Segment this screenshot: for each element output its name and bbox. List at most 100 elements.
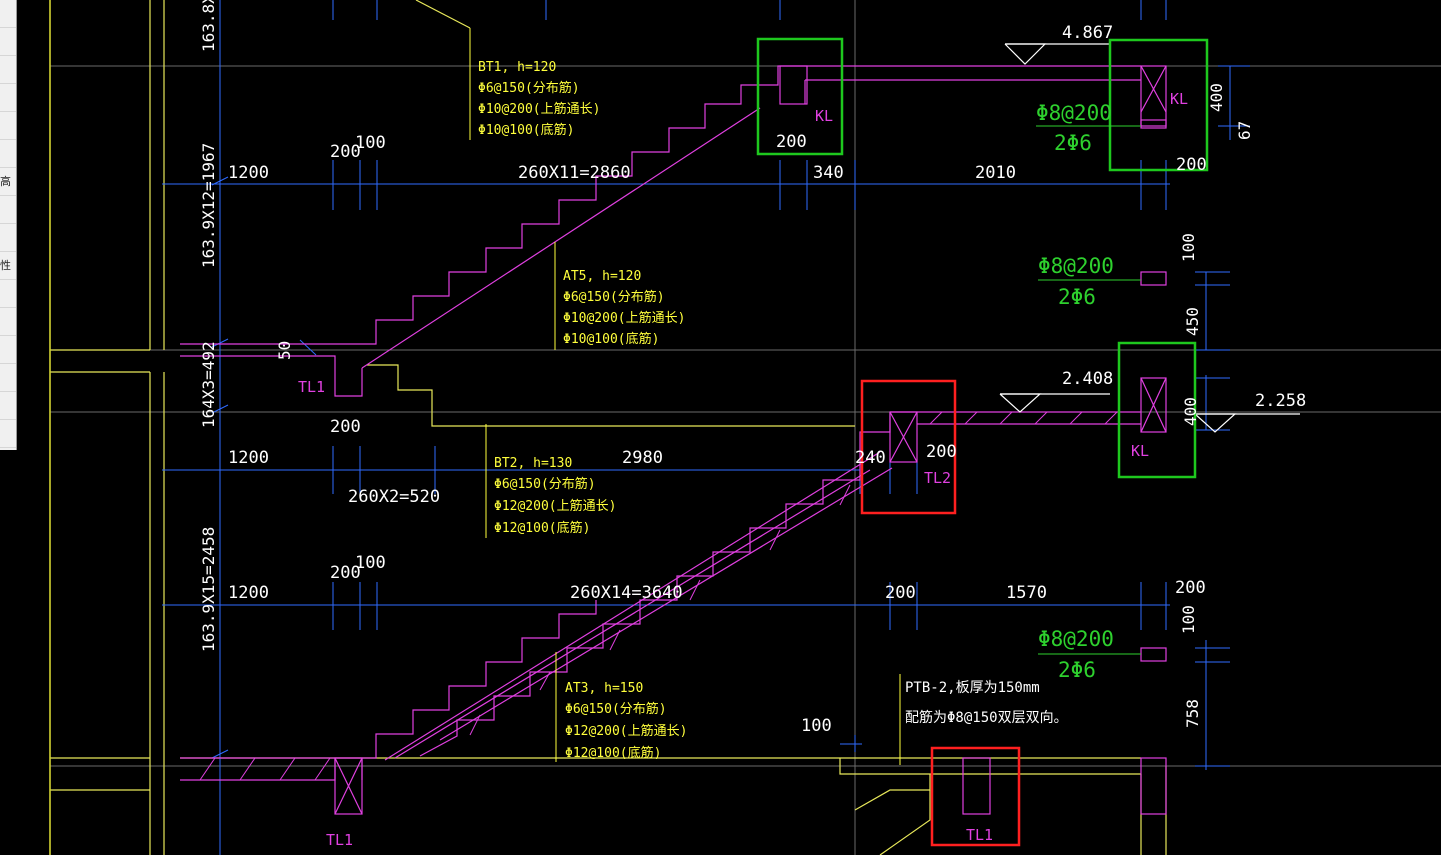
note-bt2: BT2, h=130 Φ6@150(分布筋) Φ12@200(上筋通长) Φ12…	[494, 456, 616, 536]
elevation-markers	[999, 43, 1300, 433]
rebar-secondary: 2Φ6	[1058, 285, 1096, 309]
side-panel-row[interactable]	[0, 28, 16, 56]
slab-hatch	[199, 411, 1118, 781]
dim-text: 200	[1176, 155, 1207, 175]
dim-text: 100	[801, 716, 832, 736]
svg-text:Φ6@150(分布筋): Φ6@150(分布筋)	[494, 476, 596, 492]
dim-text: 1570	[1006, 583, 1047, 603]
highlight-green-kl-top-left	[756, 37, 844, 156]
tl-label: TL1	[298, 378, 325, 396]
side-panel-row[interactable]	[0, 392, 16, 420]
rebar-secondary: 2Φ6	[1058, 658, 1096, 682]
note-at3: AT3, h=150 Φ6@150(分布筋) Φ12@200(上筋通长) Φ12…	[565, 681, 687, 761]
svg-text:BT1, h=120: BT1, h=120	[478, 60, 556, 75]
beam-tl1-bottom-right	[962, 757, 991, 815]
svg-text:Φ10@100(底筋): Φ10@100(底筋)	[563, 331, 659, 347]
tl-label: TL1	[966, 826, 993, 844]
dim-text: 200	[885, 583, 916, 603]
beam-kl-top-right	[1140, 65, 1167, 127]
vdim-text: 400	[1207, 83, 1226, 112]
vdim-text: 100	[1179, 233, 1198, 262]
note-bt1: BT1, h=120 Φ6@150(分布筋) Φ10@200(上筋通长) Φ10…	[478, 60, 600, 138]
kl-label: KL	[1131, 442, 1149, 460]
side-panel-row[interactable]	[0, 84, 16, 112]
beam-kl-mid	[1140, 377, 1167, 433]
side-panel-row[interactable]	[0, 112, 16, 140]
beam-right-column	[1140, 757, 1167, 815]
vdim-text: 163.9X12=1967	[199, 143, 218, 268]
vdim-text: 163.9X15=2458	[199, 527, 218, 652]
beam-slab-strip	[1140, 119, 1167, 129]
rebar-main: Φ8@200	[1036, 101, 1112, 125]
dim-text: 240	[855, 448, 886, 468]
svg-text:Φ10@200(上筋通长): Φ10@200(上筋通长)	[563, 310, 685, 326]
side-panel-row[interactable]: 高	[0, 168, 16, 196]
dim-text: 200	[1175, 578, 1206, 598]
vdim-text: 164X3=492	[199, 341, 218, 428]
svg-text:Φ6@150(分布筋): Φ6@150(分布筋)	[565, 701, 667, 717]
dim-text: 2980	[622, 448, 663, 468]
beam-small-low	[1140, 647, 1167, 662]
elevation-text: 4.867	[1062, 23, 1113, 43]
dimension-texts: 1200 200 100 260X11=2860 200 340 2010 20…	[228, 23, 1306, 736]
dim-text: 1200	[228, 163, 269, 183]
svg-text:Φ12@100(底筋): Φ12@100(底筋)	[565, 745, 661, 761]
side-panel-row[interactable]: 性	[0, 252, 16, 280]
svg-text:Φ12@200(上筋通长): Φ12@200(上筋通长)	[494, 498, 616, 514]
properties-side-panel[interactable]: 高性	[0, 0, 17, 450]
stair-notes: BT1, h=120 Φ6@150(分布筋) Φ10@200(上筋通长) Φ10…	[478, 60, 687, 761]
svg-text:Φ6@150(分布筋): Φ6@150(分布筋)	[563, 289, 665, 305]
note-at5: AT5, h=120 Φ6@150(分布筋) Φ10@200(上筋通长) Φ10…	[563, 269, 685, 347]
svg-text:Φ10@200(上筋通长): Φ10@200(上筋通长)	[478, 101, 600, 117]
dim-text: 1200	[228, 583, 269, 603]
dim-text: 1200	[228, 448, 269, 468]
side-panel-row[interactable]	[0, 56, 16, 84]
dim-text: 260X11=2860	[518, 163, 631, 183]
vdim-text: 758	[1183, 699, 1202, 728]
dim-text: 200	[926, 442, 957, 462]
member-labels: KL KL KL TL1 TL2 TL1 TL1	[298, 90, 1188, 849]
vdim-text: 100	[1179, 605, 1198, 634]
elevation-text: 2.258	[1255, 391, 1306, 411]
side-panel-row[interactable]	[0, 420, 16, 448]
dim-text: 100	[355, 133, 386, 153]
svg-text:配筋为Φ8@150双层双向。: 配筋为Φ8@150双层双向。	[905, 709, 1068, 726]
side-panel-row[interactable]	[0, 280, 16, 308]
note-leaders	[469, 28, 901, 765]
dim-text: 200	[330, 417, 361, 437]
beam-small-mid	[1140, 271, 1167, 286]
side-panel-row[interactable]	[0, 308, 16, 336]
vdim-text: 450	[1183, 307, 1202, 336]
highlight-green-kl-mid	[1117, 341, 1197, 479]
side-panel-row[interactable]	[0, 336, 16, 364]
svg-text:Φ6@150(分布筋): Φ6@150(分布筋)	[478, 80, 580, 96]
highlight-green-kl-top-right	[1108, 38, 1209, 172]
side-panel-row[interactable]	[0, 364, 16, 392]
grid-lines	[50, 0, 1441, 855]
svg-text:BT2, h=130: BT2, h=130	[494, 456, 572, 471]
tl-label: TL2	[924, 469, 951, 487]
side-panel-row[interactable]	[0, 140, 16, 168]
dim-text: 200	[330, 142, 361, 162]
svg-text:PTB-2,板厚为150mm: PTB-2,板厚为150mm	[905, 680, 1040, 696]
dimension-lines	[162, 0, 1250, 855]
note-ptb: PTB-2,板厚为150mm 配筋为Φ8@150双层双向。	[905, 680, 1068, 726]
vdim-text: 400	[1181, 397, 1200, 426]
rebar-underlines	[1036, 125, 1141, 655]
vertical-dimension-texts: 163.8X 163.9X12=1967 164X3=492 163.9X15=…	[199, 0, 1254, 728]
svg-text:Φ12@100(底筋): Φ12@100(底筋)	[494, 520, 590, 536]
side-panel-row[interactable]	[0, 196, 16, 224]
vdim-text: 163.8X	[199, 0, 218, 52]
elevation-text: 2.408	[1062, 369, 1113, 389]
vdim-text: 50	[275, 341, 294, 360]
rebar-main: Φ8@200	[1038, 627, 1114, 651]
beam-tl2	[889, 411, 918, 463]
highlight-red-tl2	[860, 379, 957, 515]
tl-label: TL1	[326, 831, 353, 849]
rebar-annotations: Φ8@200 2Φ6 Φ8@200 2Φ6 Φ8@200 2Φ6	[1036, 101, 1114, 682]
dim-text: 200	[330, 563, 361, 583]
side-panel-row[interactable]	[0, 224, 16, 252]
side-panel-row[interactable]	[0, 0, 16, 28]
dim-text: 2010	[975, 163, 1016, 183]
